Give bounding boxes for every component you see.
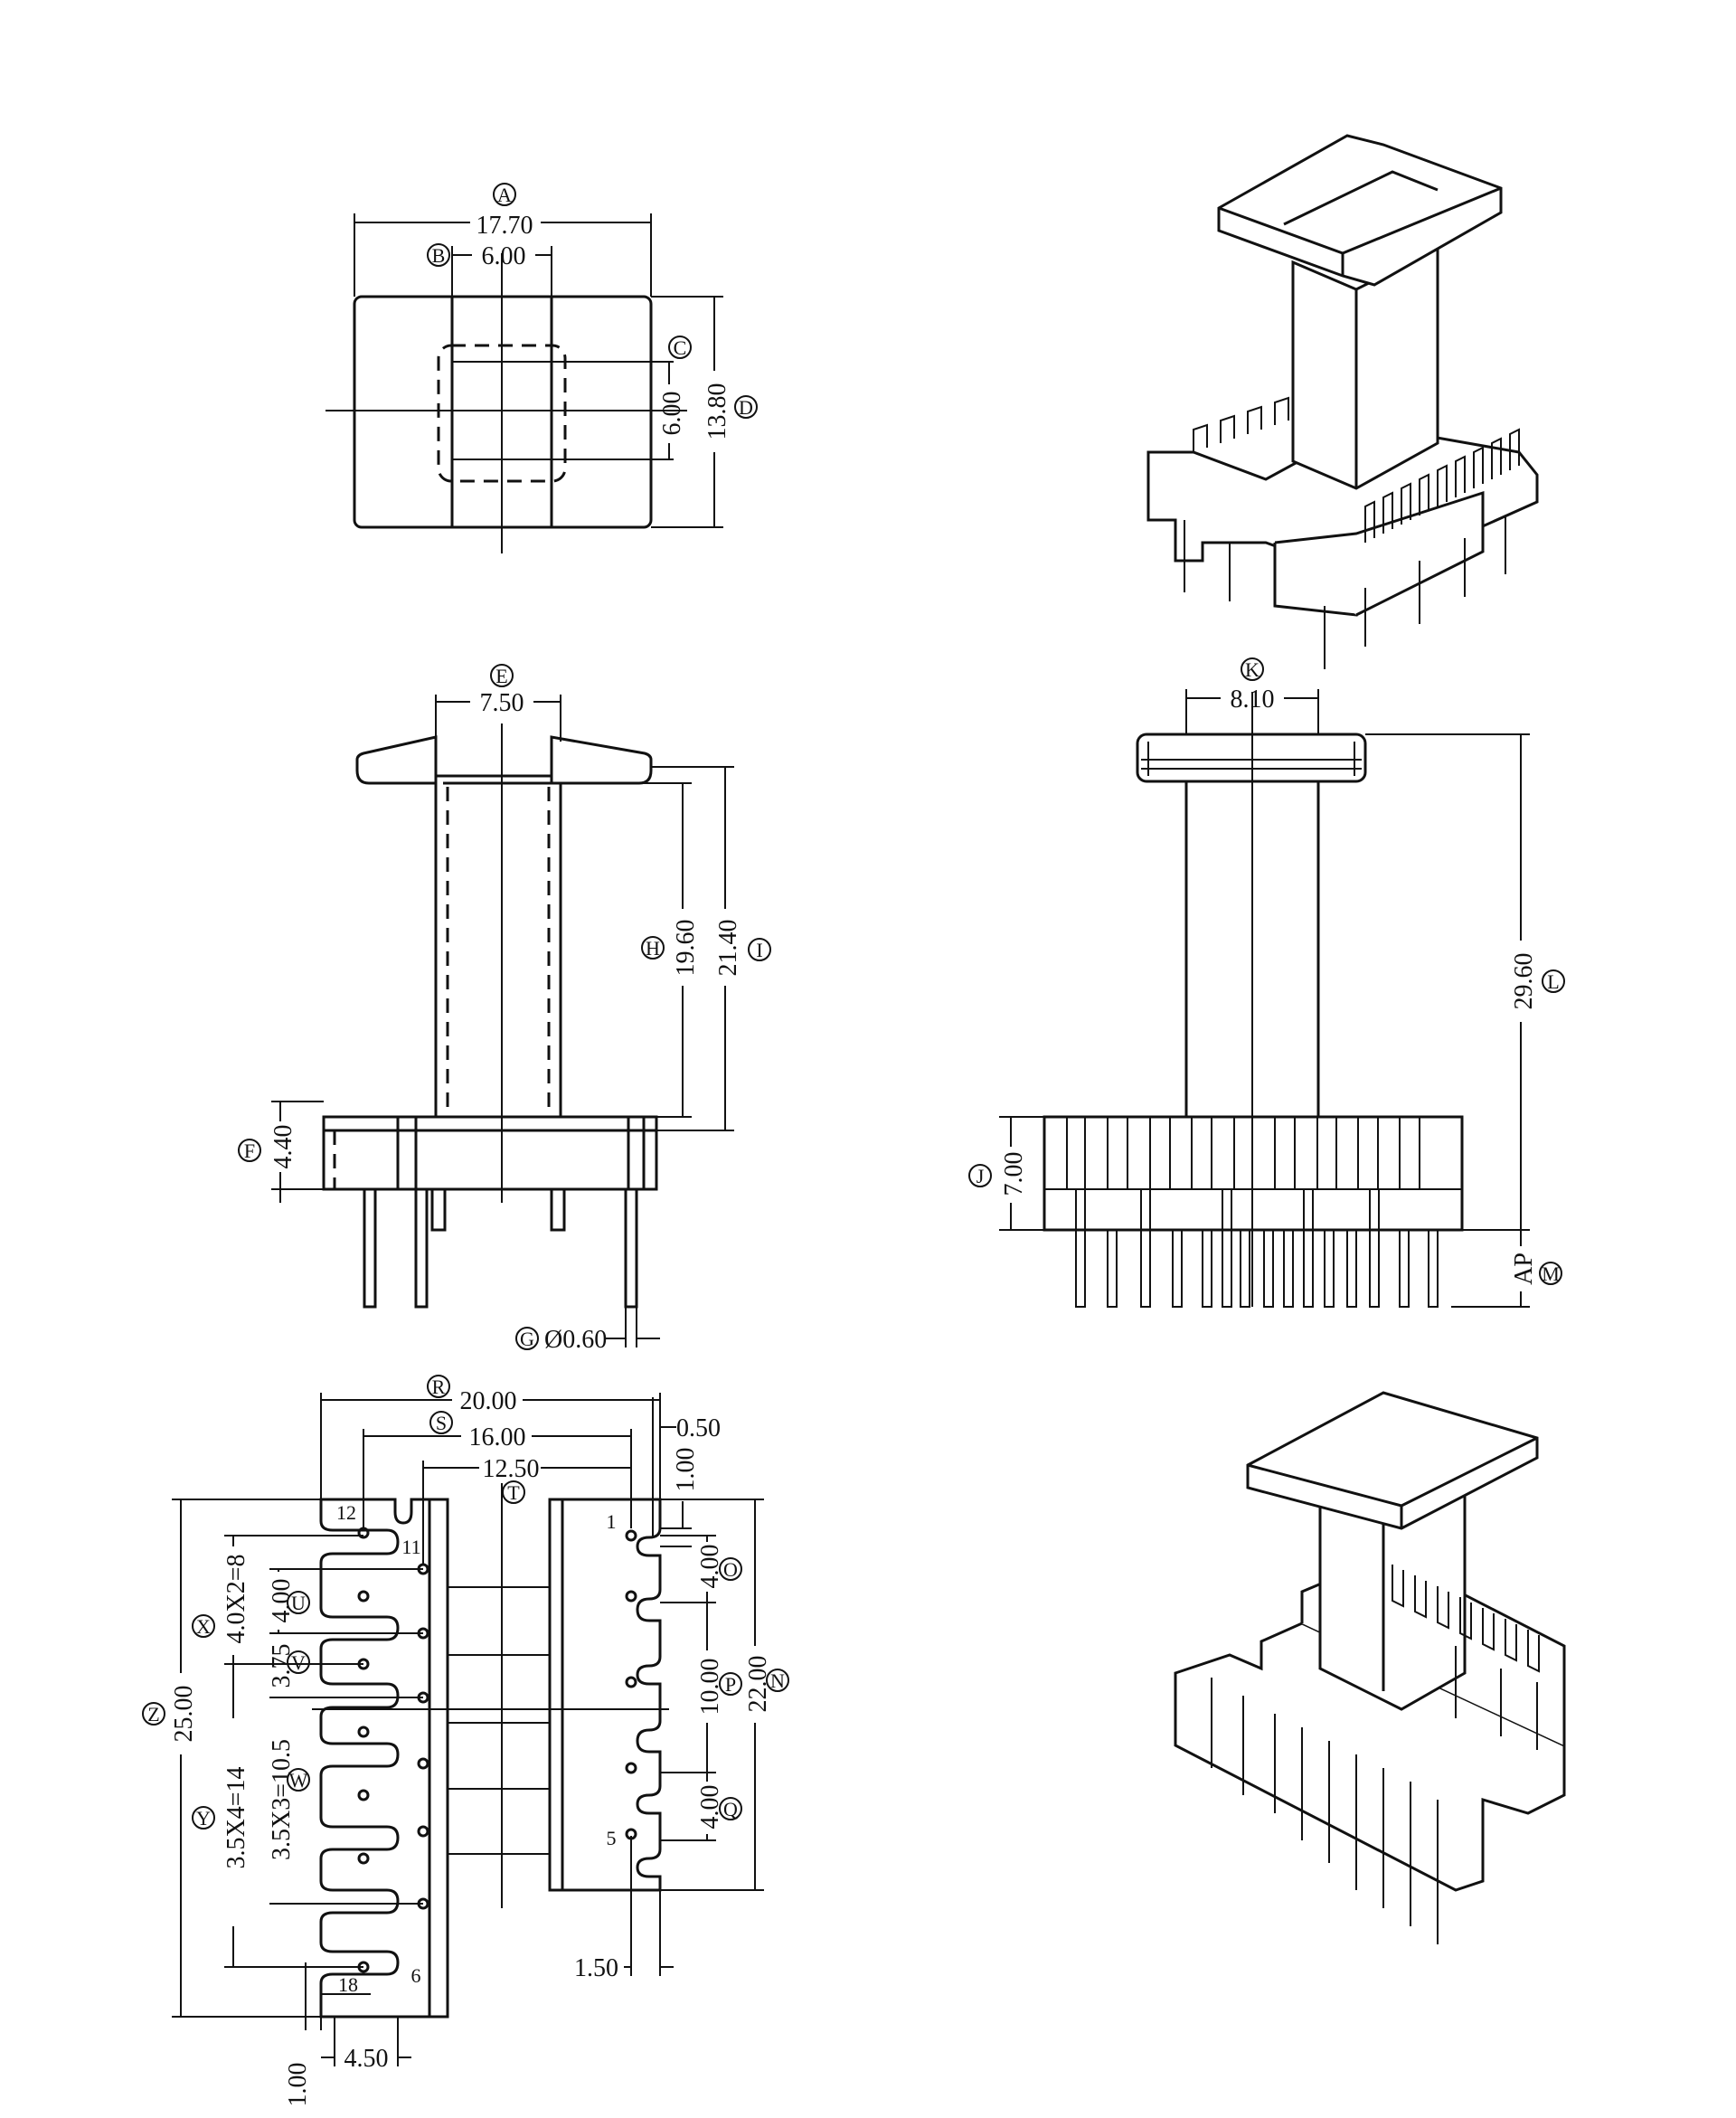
dim-100-top-value: 1.00 bbox=[672, 1448, 700, 1492]
dim-R-value: 20.00 bbox=[460, 1387, 517, 1415]
dim-J-label: J bbox=[976, 1165, 985, 1187]
dim-S-label: S bbox=[436, 1412, 447, 1434]
dim-I-label: I bbox=[756, 939, 762, 961]
side-base-slots bbox=[1066, 1117, 1420, 1189]
dim-K-label: K bbox=[1245, 658, 1260, 681]
dim-T-label: T bbox=[507, 1481, 520, 1504]
pin-12-label: 12 bbox=[336, 1501, 356, 1524]
front-view: 7.50 E 19.60 H 21.40 I 4.40 F Ø0.60 bbox=[238, 664, 771, 1354]
dim-F-value: 4.40 bbox=[269, 1125, 297, 1169]
dim-Y-label: Y bbox=[196, 1807, 211, 1830]
dim-O-label: O bbox=[723, 1558, 738, 1581]
side-pins bbox=[1075, 1188, 1439, 1308]
dim-E-label: E bbox=[495, 665, 507, 687]
dim-A-value: 17.70 bbox=[476, 212, 533, 240]
dim-R-label: R bbox=[432, 1376, 446, 1398]
dim-050-value: 0.50 bbox=[676, 1414, 721, 1442]
pin-1-label: 1 bbox=[607, 1510, 617, 1533]
dim-U-label: U bbox=[291, 1592, 306, 1614]
pin-5-label: 5 bbox=[607, 1827, 617, 1849]
dim-X-value: 4.0X2=8 bbox=[222, 1554, 250, 1643]
dim-V-label: V bbox=[291, 1651, 306, 1674]
dim-Z-label: Z bbox=[147, 1703, 159, 1726]
dim-K-value: 8.10 bbox=[1231, 686, 1275, 714]
dim-Z-value: 25.00 bbox=[170, 1686, 198, 1743]
dim-Q-label: Q bbox=[723, 1798, 738, 1820]
bottom-view: 12 11 1 5 18 6 20.00 R 16.00 S 12.50 T 0… bbox=[142, 1375, 789, 2107]
dim-I-value: 21.40 bbox=[714, 920, 742, 977]
dim-35x3-value: 3.5X3=10.5 bbox=[268, 1739, 296, 1860]
iso2-pins bbox=[1211, 1646, 1538, 1944]
dim-L-value: 29.60 bbox=[1510, 953, 1538, 1010]
pin-6-label: 6 bbox=[411, 1964, 421, 1987]
dim-C-label: C bbox=[674, 336, 687, 359]
dim-F-label: F bbox=[244, 1139, 255, 1162]
dim-J-value: 7.00 bbox=[1000, 1152, 1028, 1196]
dim-D-value: 13.80 bbox=[703, 383, 731, 440]
iso2-comb bbox=[1392, 1565, 1540, 1673]
pin-holes bbox=[357, 1527, 637, 1973]
top-view: 17.70 A 6.00 B 6.00 C 13.80 D bbox=[326, 183, 758, 553]
dim-G-label: G bbox=[520, 1328, 534, 1350]
isometric-view-top bbox=[1146, 134, 1539, 669]
dim-D-label: D bbox=[739, 396, 753, 419]
dim-B-label: B bbox=[432, 244, 446, 267]
pin-18-label: 18 bbox=[338, 1973, 358, 1996]
dim-H-value: 19.60 bbox=[672, 920, 700, 977]
dim-H-label: H bbox=[646, 937, 660, 960]
side-view: 8.10 K 29.60 L 7.00 J AP M bbox=[968, 657, 1565, 1308]
isometric-view-bottom bbox=[1174, 1391, 1566, 1944]
iso1-comb bbox=[1193, 396, 1520, 543]
dim-P-label: P bbox=[725, 1673, 736, 1696]
dim-450-value: 4.50 bbox=[344, 2045, 389, 2073]
dim-N-label: N bbox=[770, 1669, 785, 1692]
dim-X-label: X bbox=[196, 1615, 211, 1638]
dim-100-bottom-value: 1.00 bbox=[284, 2063, 312, 2107]
dim-G-value: Ø0.60 bbox=[544, 1326, 607, 1354]
dim-Y-value: 3.5X4=14 bbox=[222, 1766, 250, 1868]
dim-150-value: 1.50 bbox=[574, 1954, 618, 1982]
dim-W-label: W bbox=[289, 1769, 308, 1792]
dim-E-value: 7.50 bbox=[480, 689, 524, 717]
dim-M-label: M bbox=[1542, 1262, 1560, 1285]
dim-A-label: A bbox=[497, 184, 512, 206]
dim-T-value: 12.50 bbox=[483, 1455, 540, 1483]
dim-L-label: L bbox=[1547, 970, 1559, 993]
dim-B-value: 6.00 bbox=[482, 242, 526, 270]
pin-11-label: 11 bbox=[401, 1536, 420, 1558]
dim-M-value: AP bbox=[1510, 1253, 1538, 1285]
dim-C-value: 6.00 bbox=[658, 392, 686, 436]
dim-S-value: 16.00 bbox=[469, 1423, 526, 1451]
iso1-pins bbox=[1184, 515, 1506, 669]
